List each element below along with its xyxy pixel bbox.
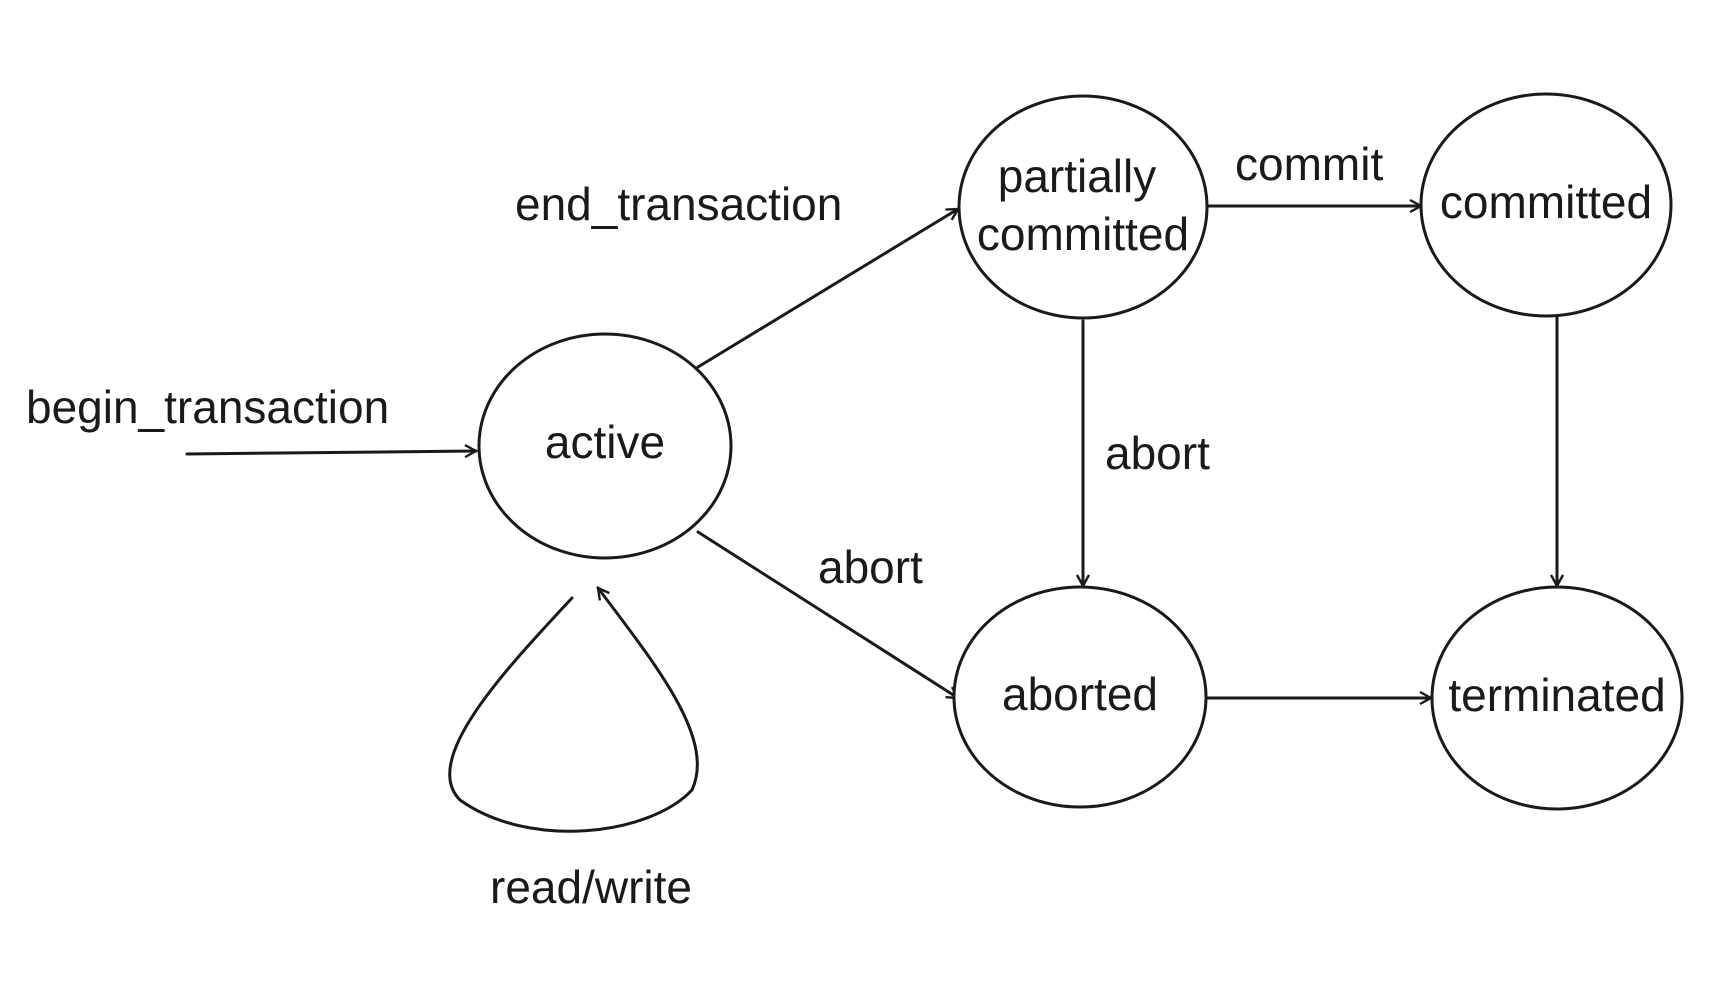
- end-transaction-arrow: [696, 207, 958, 369]
- begin-transaction-arrow: [185, 451, 476, 454]
- state-committed: committed: [1419, 92, 1673, 318]
- state-aborted: aborted: [952, 585, 1208, 809]
- state-active-circle: [477, 332, 733, 560]
- state-committed-circle: [1419, 92, 1673, 318]
- abort-from-active-arrow: [696, 530, 958, 700]
- read-write-loop-arrow: [448, 588, 699, 833]
- abort-from-partially-committed-label: abort: [1105, 427, 1210, 479]
- state-aborted-circle: [952, 585, 1208, 809]
- state-aborted-label: aborted: [1002, 668, 1158, 720]
- state-terminated-circle: [1430, 585, 1684, 811]
- state-partially-committed-label-line1: partially: [998, 150, 1157, 202]
- state-partially-committed-circle: [957, 94, 1209, 320]
- read-write-label: read/write: [490, 861, 692, 913]
- commit-label: commit: [1235, 138, 1383, 190]
- state-committed-label: committed: [1440, 176, 1652, 228]
- state-partially-committed: partially committed: [957, 94, 1209, 320]
- state-partially-committed-label-line2: committed: [977, 208, 1189, 260]
- end-transaction-label: end_transaction: [515, 178, 842, 230]
- state-terminated: terminated: [1430, 585, 1684, 811]
- state-active: active: [477, 332, 733, 560]
- abort-from-active-label: abort: [818, 541, 923, 593]
- state-active-label: active: [545, 416, 665, 468]
- state-terminated-label: terminated: [1448, 669, 1665, 721]
- begin-transaction-label: begin_transaction: [26, 381, 389, 433]
